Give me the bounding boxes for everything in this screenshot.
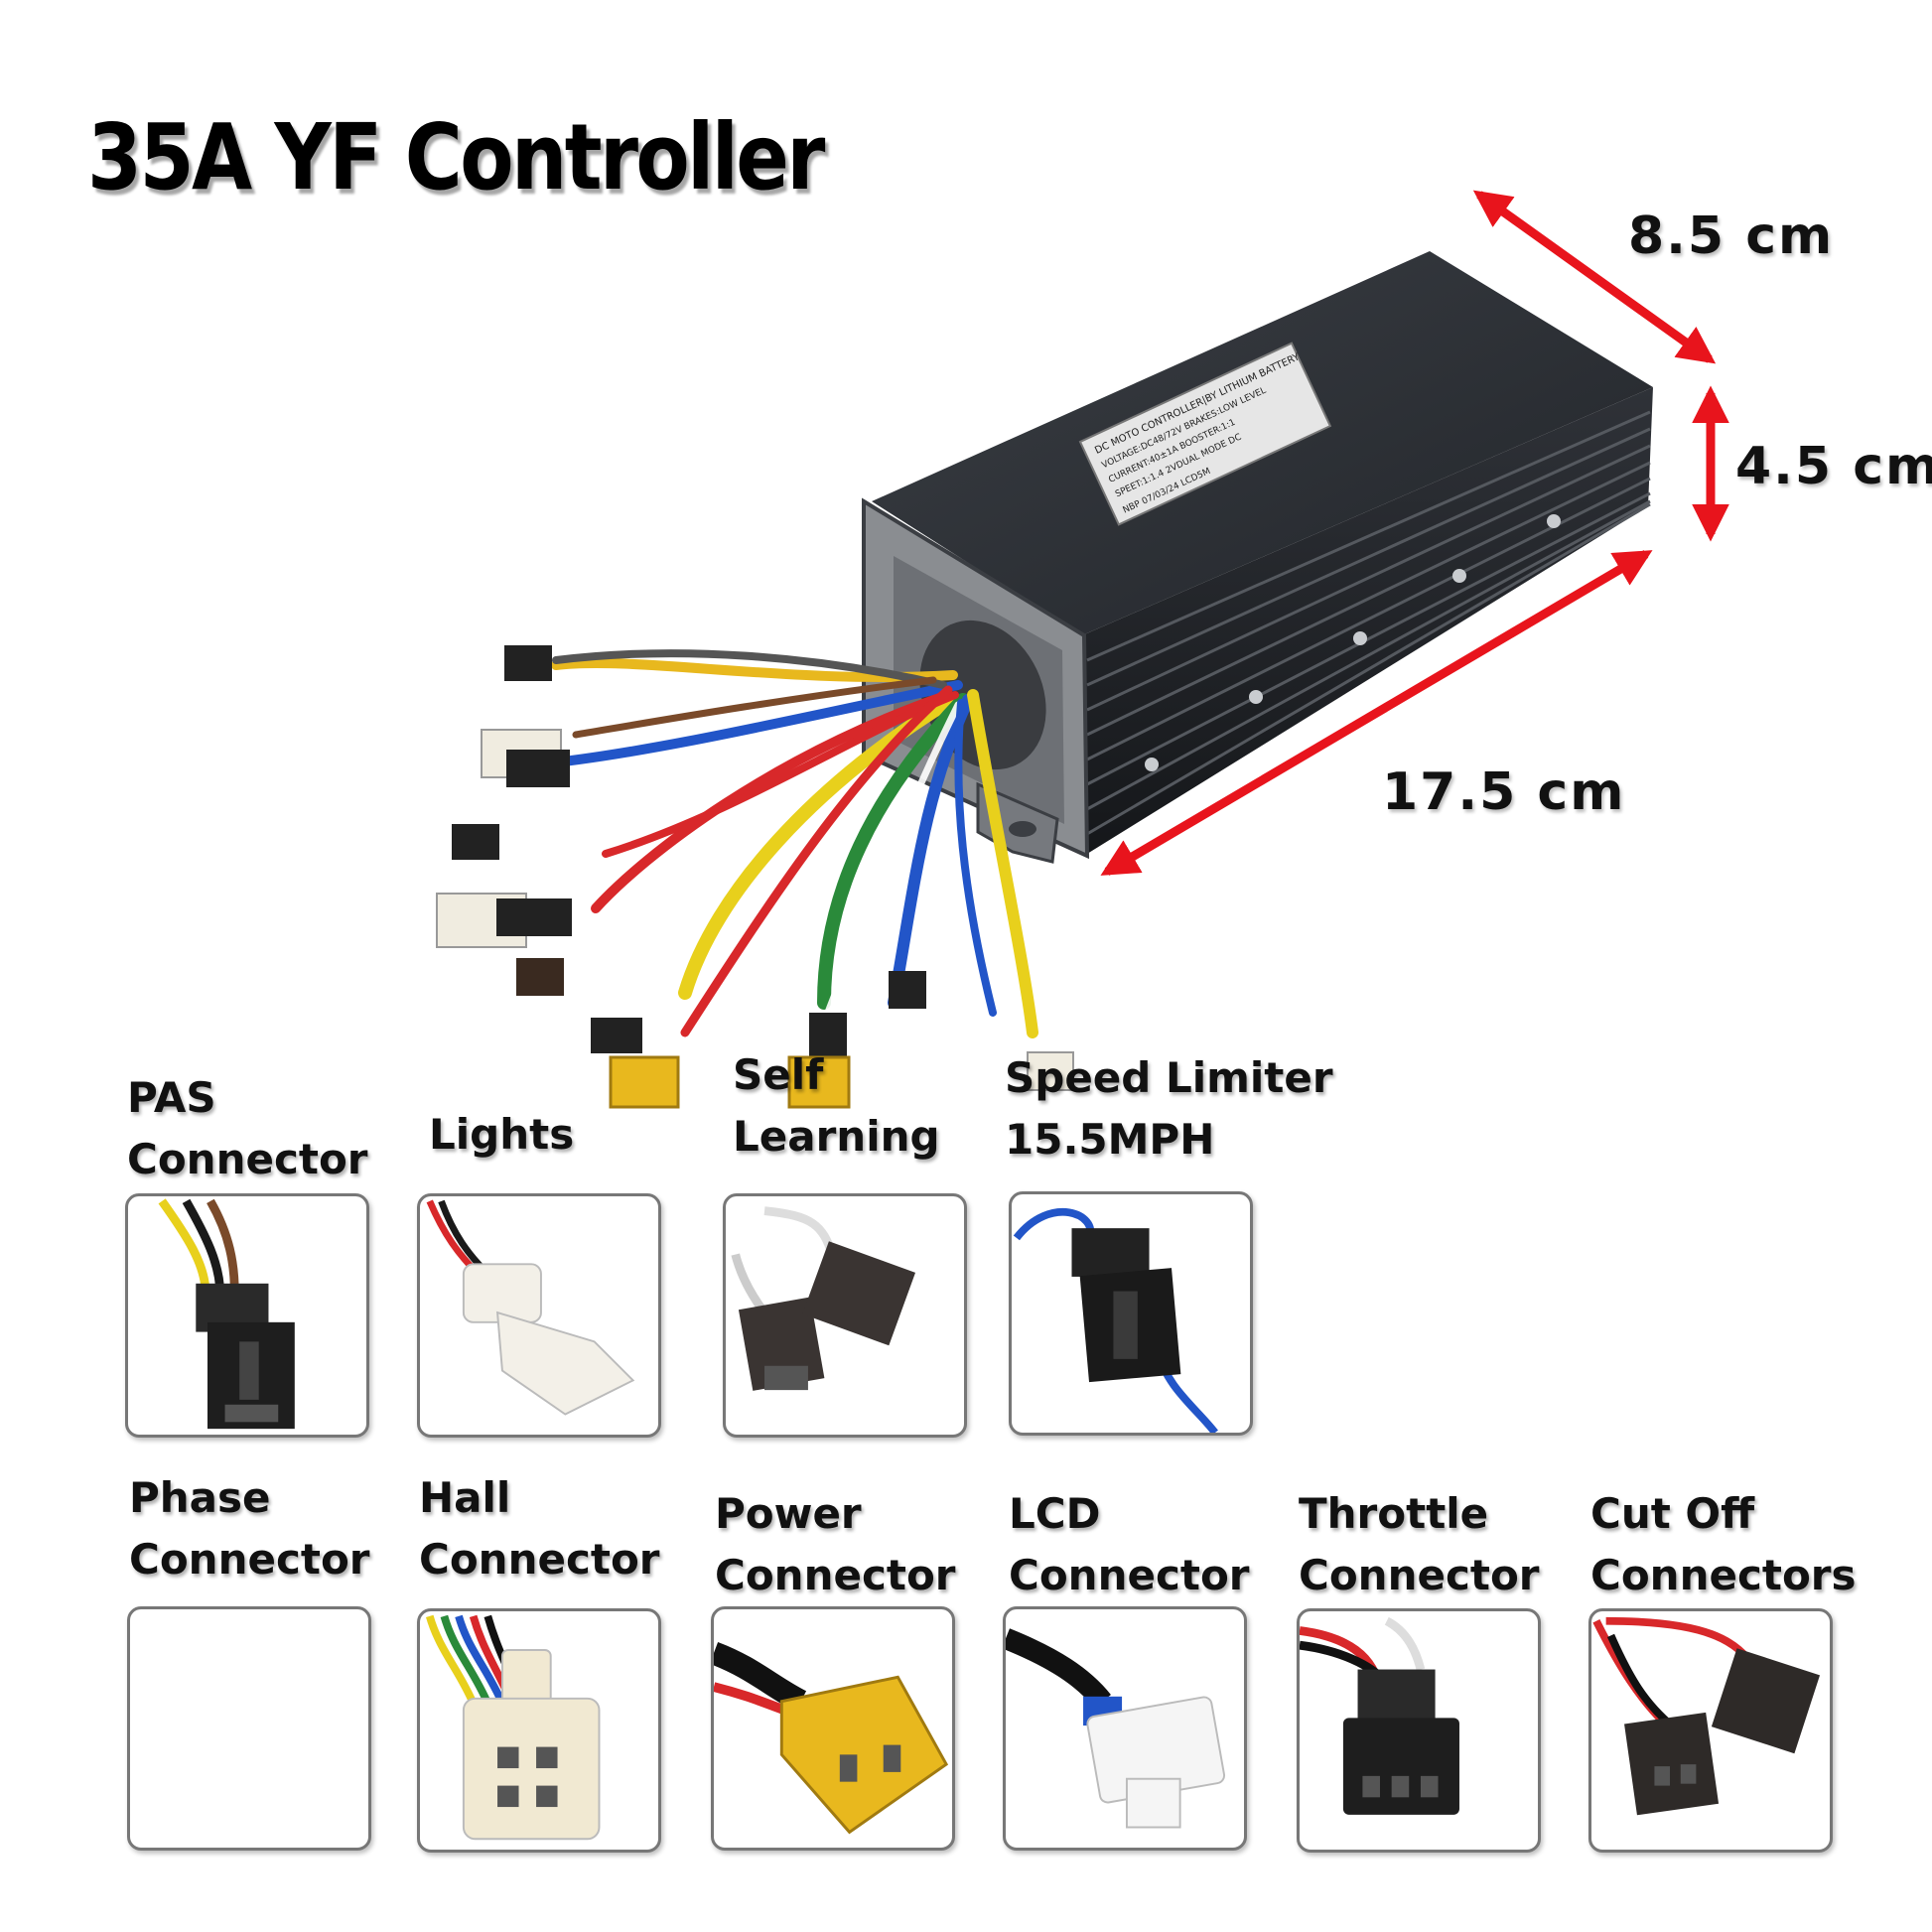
speed-limiter-connector-image — [1009, 1191, 1253, 1436]
lcd-connector-image — [1003, 1606, 1247, 1851]
harness-connectors — [436, 645, 1074, 1109]
length-arrow — [1100, 550, 1653, 876]
depth-arrow — [1472, 190, 1717, 364]
throttle-connector-image — [1297, 1608, 1541, 1853]
lights-label: Lights — [429, 1110, 575, 1159]
cut-off-connectors-image — [1588, 1608, 1833, 1853]
page-title: 35A YF Controller — [87, 104, 825, 210]
pas-connector-image — [125, 1193, 369, 1438]
hall-connector-image — [417, 1608, 661, 1853]
power-connector-image — [711, 1606, 955, 1851]
height-dimension: 4.5 cm — [1735, 437, 1932, 496]
depth-dimension: 8.5 cm — [1628, 207, 1835, 266]
length-dimension: 17.5 cm — [1382, 762, 1626, 822]
self-learning-connector-image — [723, 1193, 967, 1438]
phase-connector-image — [127, 1606, 371, 1851]
wire-harness — [531, 649, 1038, 1038]
lights-connector-image — [417, 1193, 661, 1438]
